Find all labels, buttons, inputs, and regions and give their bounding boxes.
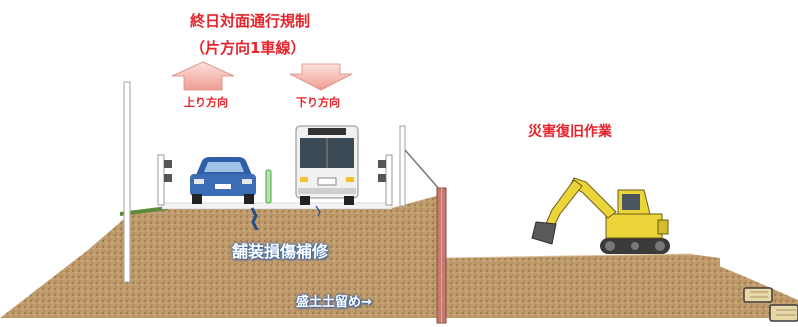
- left-embankment: [0, 195, 440, 318]
- delineator-icon: [265, 169, 272, 204]
- pavement-repair-label: 舗装損傷補修: [232, 242, 329, 261]
- direction-down-label: 下り方向: [296, 96, 340, 109]
- road-surface: [161, 202, 393, 210]
- pavement-damage: [250, 205, 321, 231]
- fence-line: [404, 149, 441, 191]
- title-line-2: （片方向1車線）: [190, 39, 306, 57]
- left-post: [123, 81, 131, 283]
- title-line-1: 終日対面通行規制: [190, 12, 311, 30]
- sandbag-icon: [743, 287, 798, 322]
- embankment-retaining-label: 盛土土留め→: [296, 295, 372, 310]
- guardrail-icon: [157, 154, 393, 206]
- retaining-wall-icon: [436, 187, 447, 324]
- right-ground: [446, 254, 720, 318]
- arrow-down-icon: [289, 63, 353, 91]
- bus-icon: [295, 125, 359, 205]
- direction-up-label: 上り方向: [184, 96, 228, 109]
- arrow-up-icon: [171, 61, 235, 91]
- right-post: [399, 125, 406, 207]
- grass-edge: [120, 206, 168, 216]
- car-icon: [190, 157, 256, 204]
- disaster-work-label: 災害復旧作業: [528, 124, 612, 140]
- excavator-icon: [531, 177, 670, 254]
